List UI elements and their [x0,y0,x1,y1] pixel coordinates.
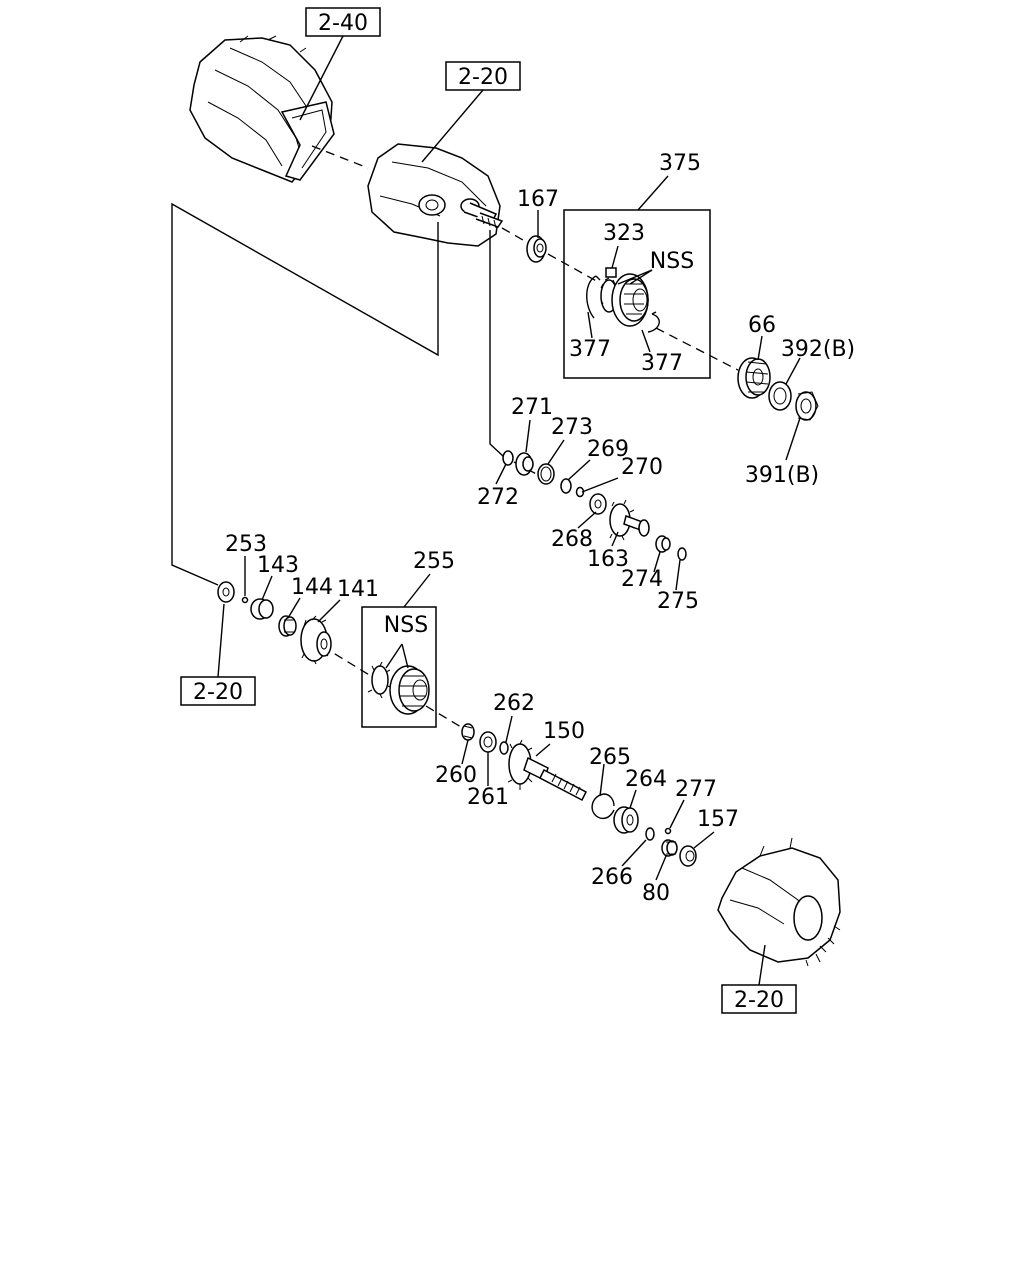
callout-163: 163 [587,547,629,572]
ref-box-label: 2-20 [734,988,784,1013]
callout-261: 261 [467,785,509,810]
callout-157: 157 [697,807,739,832]
shaft-axes [311,145,739,731]
part-66-bearing[interactable] [737,357,771,399]
callout-275: 275 [657,589,699,614]
ref-box-label: 2-20 [458,65,508,90]
part-157-seal[interactable] [679,845,697,867]
part-washer-at-loop[interactable] [217,581,235,603]
callout-377-left: 377 [569,337,611,362]
callout-66: 66 [748,313,776,338]
part-272-ring[interactable] [502,450,514,466]
part-377-snap-ring-left[interactable] [586,275,601,319]
part-269-ring[interactable] [560,478,572,494]
callout-141: 141 [337,577,379,602]
leader-lines [171,35,766,986]
callout-150: 150 [543,719,585,744]
part-150-output-shaft[interactable] [507,739,587,802]
group-label-255: 255 [413,549,455,574]
ref-box-2-20-bottom[interactable]: 2-20 [721,984,797,1014]
part-gear-synchro-lower[interactable] [367,661,430,715]
part-141-gear[interactable] [300,615,332,665]
part-80-bearing[interactable] [661,839,678,857]
part-274-bearing[interactable] [655,535,671,553]
ref-box-2-20-left[interactable]: 2-20 [180,676,256,706]
part-275-ring[interactable] [677,547,687,561]
callout-391: 391(B) [745,463,819,488]
ref-box-label: 2-40 [318,11,368,36]
part-273-ring[interactable] [537,463,555,485]
callout-392: 392(B) [781,337,855,362]
callout-144: 144 [291,575,333,600]
part-262-ring[interactable] [499,741,509,755]
part-260-bearing[interactable] [461,723,475,741]
callout-nss-lower: NSS [384,613,428,638]
extension-housing-illustration [367,143,504,247]
callout-274: 274 [621,567,663,592]
part-271-bearing[interactable] [515,452,534,476]
callout-271: 271 [511,395,553,420]
callout-323: 323 [603,221,645,246]
part-261-ring[interactable] [479,731,497,753]
callout-269: 269 [587,437,629,462]
callout-253: 253 [225,532,267,557]
part-277-ball[interactable] [664,827,672,835]
part-392-seal[interactable] [768,381,792,411]
group-label-375: 375 [659,151,701,176]
part-391-nut[interactable] [795,391,819,421]
part-253-ball[interactable] [241,596,249,604]
callout-266: 266 [591,865,633,890]
part-265-snap-ring[interactable] [591,793,615,820]
part-gear-synchro-upper[interactable] [600,273,649,327]
callout-264: 264 [625,767,667,792]
callout-377-right: 377 [641,351,683,376]
ref-box-2-20-top[interactable]: 2-20 [445,61,521,91]
ref-box-2-40[interactable]: 2-40 [305,7,381,37]
callout-143: 143 [257,553,299,578]
callout-265: 265 [589,745,631,770]
part-163-gear-shaft[interactable] [609,499,650,541]
callout-262: 262 [493,691,535,716]
assembly-375-box: 375 [563,151,711,379]
callout-leaders [244,210,801,881]
callout-272: 272 [477,485,519,510]
assembly-255-box: 255 [361,549,455,728]
part-264-bearing[interactable] [613,806,639,834]
callout-167: 167 [517,187,559,212]
rear-housing-illustration [717,837,841,967]
callout-268: 268 [551,527,593,552]
part-268-washer[interactable] [589,493,607,515]
callout-80: 80 [642,881,670,906]
callout-270: 270 [621,455,663,480]
part-266-ring[interactable] [645,827,655,841]
part-144-bearing[interactable] [278,615,297,637]
transmission-case-illustration [189,35,335,183]
callout-273: 273 [551,415,593,440]
callout-260: 260 [435,763,477,788]
part-377-snap-ring-right[interactable] [647,311,660,333]
part-167-bearing[interactable] [526,235,547,263]
ref-box-label: 2-20 [193,680,243,705]
part-143-bushing[interactable] [250,598,274,620]
callout-nss-upper: NSS [650,249,694,274]
part-323-small-part[interactable] [605,267,617,278]
callout-labels: 167 323 NSS 377 377 66 392(B) 391(B) 271… [225,187,855,906]
callout-277: 277 [675,777,717,802]
